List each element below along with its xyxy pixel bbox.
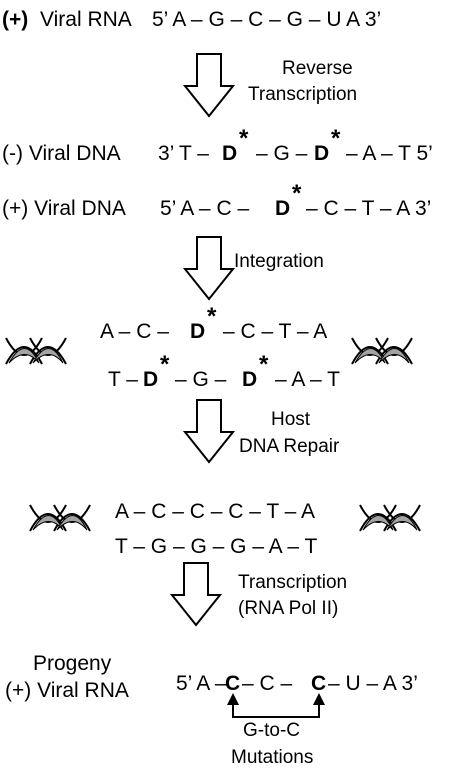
star-mark: *: [239, 125, 249, 152]
step3-label-line1: Host: [271, 409, 311, 430]
repaired-top-strand: A – C – C – C – T – A: [115, 500, 315, 523]
plus-dna-part1: 5’ A – C –: [160, 197, 249, 220]
mutation-label-line2: Mutations: [231, 747, 313, 768]
integrated-bottom-part2: – G –: [175, 368, 227, 391]
plus-dna-part2: – C – T – A 3’: [306, 197, 431, 220]
progeny-part2: – C –: [242, 672, 293, 695]
step1-label-line1: Reverse: [282, 58, 353, 79]
integrated-top-part1: A – C –: [100, 320, 169, 343]
step1-label-line2: Transcription: [248, 84, 357, 105]
integrated-top-d1: D: [190, 320, 205, 343]
integrated-bottom-d1: D: [143, 368, 158, 391]
minus-dna-d1: D: [222, 142, 237, 165]
host-dna-left-helix: [5, 337, 67, 365]
reverse-transcription-arrow: [184, 53, 234, 117]
minus-dna-part1: 3’ T –: [158, 142, 209, 165]
minus-dna-label: (-) Viral DNA: [2, 142, 121, 165]
host-dna-left-helix: [29, 504, 91, 532]
minus-dna-d2: D: [314, 142, 329, 165]
progeny-c1: C: [225, 672, 240, 695]
integrated-bottom-part1: T –: [108, 368, 138, 391]
host-dna-right-helix: [351, 337, 413, 365]
step3-label-line2: DNA Repair: [239, 436, 340, 457]
dna-repair-arrow: [184, 399, 234, 463]
progeny-label-line2: (+) Viral RNA: [5, 679, 129, 702]
integrated-top-part2: – C – T – A: [223, 320, 327, 343]
integrated-bottom-part3: – A – T: [275, 368, 340, 391]
star-mark: *: [331, 125, 341, 152]
viral-rna-label: Viral RNA: [40, 8, 132, 31]
plus-dna-label: (+) Viral DNA: [2, 197, 126, 220]
integration-arrow: [184, 236, 234, 300]
progeny-c2: C: [311, 672, 326, 695]
minus-dna-part2: – G –: [256, 142, 308, 165]
host-dna-right-helix: [359, 504, 421, 532]
plus-dna-d1: D: [275, 197, 290, 220]
viral-rna-sequence: 5’ A – G – C – G – U A 3’: [152, 8, 381, 31]
step4-label-line1: Transcription: [238, 572, 347, 593]
minus-dna-part3: – A – T 5’: [346, 142, 433, 165]
progeny-label-line1: Progeny: [33, 652, 112, 675]
progeny-part3: – U – A 3’: [328, 672, 418, 695]
step2-label: Integration: [234, 251, 324, 272]
repaired-bottom-strand: T – G – G – G – A – T: [115, 535, 318, 558]
rna-sign: (+): [2, 8, 28, 31]
step4-label-line2: (RNA Pol II): [238, 598, 338, 619]
star-mark: *: [292, 180, 302, 207]
integrated-bottom-d2: D: [242, 368, 257, 391]
progeny-part1: 5’ A –: [176, 672, 227, 695]
star-mark: *: [160, 351, 170, 378]
star-mark: *: [259, 351, 269, 378]
mutation-label-line1: G-to-C: [243, 720, 300, 741]
transcription-arrow: [171, 562, 221, 626]
mutation-bracket: [227, 693, 325, 718]
star-mark: *: [207, 303, 217, 330]
